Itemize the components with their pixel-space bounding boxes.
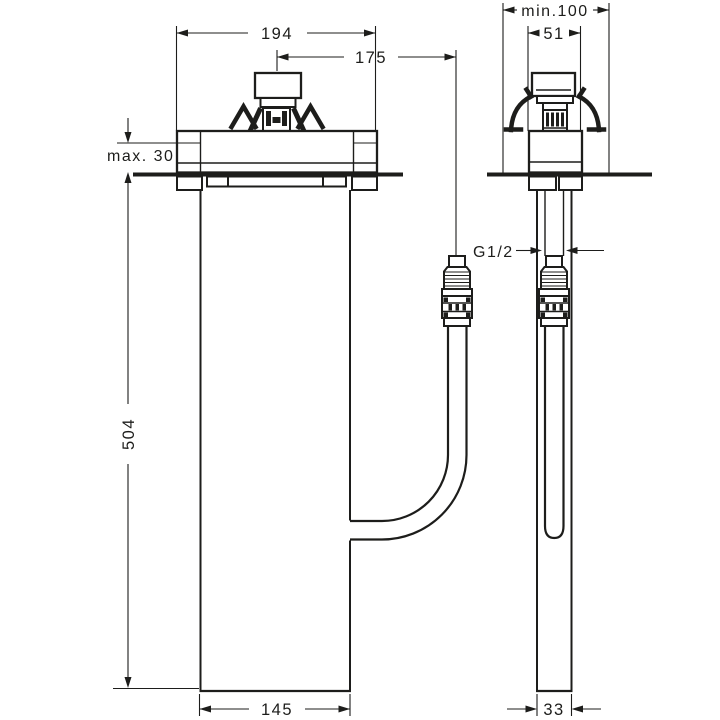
front-fixture (133, 71, 473, 693)
arrow-up (124, 172, 132, 183)
spring-clip-right (295, 102, 326, 131)
side-view: min.100 51 G1/2 33 (473, 3, 652, 719)
clip-claw-right (291, 107, 307, 133)
dim-max-depth-label: max. 30 (107, 148, 174, 165)
arrow-left (277, 53, 289, 61)
dim-hose-offset-label: 175 (355, 49, 387, 67)
basic-set-column (199, 190, 351, 693)
spring-hook-left (503, 86, 535, 133)
protection-knob-side (530, 71, 577, 98)
arrow-right (525, 705, 537, 713)
cartridge-side (542, 109, 568, 132)
flexible-hose (350, 326, 468, 541)
dim-front-width-label: 194 (261, 25, 293, 43)
dim-thread-size: G1/2 (473, 244, 604, 261)
dim-body-width-label: 145 (261, 701, 293, 719)
hose-connector-front (441, 255, 473, 327)
mounting-body-side (527, 129, 584, 174)
mounting-feet-side (528, 175, 583, 191)
inner-hose-side (543, 190, 565, 540)
dim-body-width-bottom: 145 (198, 694, 351, 719)
knob-step-1 (536, 95, 574, 104)
arrow-right (569, 29, 581, 37)
arrow-left (176, 29, 188, 37)
arrow-right (444, 53, 456, 61)
arrow-left (571, 705, 583, 713)
front-view: 194 175 max. 30 504 (107, 25, 473, 719)
dim-pipe-width-label: 33 (543, 701, 564, 719)
dim-body-height-label: 504 (120, 418, 138, 450)
arrow-right (364, 29, 376, 37)
dim-min-depth-label: min.100 (521, 3, 588, 20)
arrow-left (199, 705, 211, 713)
dim-pipe-width: 33 (507, 694, 601, 719)
knob-step-2 (542, 102, 568, 111)
knob-step (259, 97, 297, 108)
mounting-feet (176, 175, 378, 191)
side-fixture (487, 71, 652, 693)
spring-hook-right (575, 86, 607, 133)
arrow-down (124, 677, 132, 688)
arrow-left (528, 29, 540, 37)
thread-size-label: G1/2 (473, 244, 514, 261)
spring-clip-left (228, 102, 259, 131)
dim-hose-offset: 175 (276, 49, 457, 255)
clip-claw-left (247, 107, 263, 133)
arrow-down (124, 132, 132, 143)
arrow-right (597, 6, 609, 14)
mounting-body (175, 129, 379, 174)
dim-front-width: 194 (175, 25, 377, 131)
pipe-column (536, 190, 573, 693)
dim-min-installation-depth: min.100 (502, 3, 610, 173)
dim-side-body-width: 51 (527, 25, 582, 131)
hose-connector-side (538, 255, 570, 327)
arrow-left (503, 6, 515, 14)
dim-side-width-label: 51 (543, 25, 564, 43)
arrow-right (338, 705, 350, 713)
dim-body-height: 504 (113, 180, 199, 690)
protection-knob (253, 71, 303, 100)
